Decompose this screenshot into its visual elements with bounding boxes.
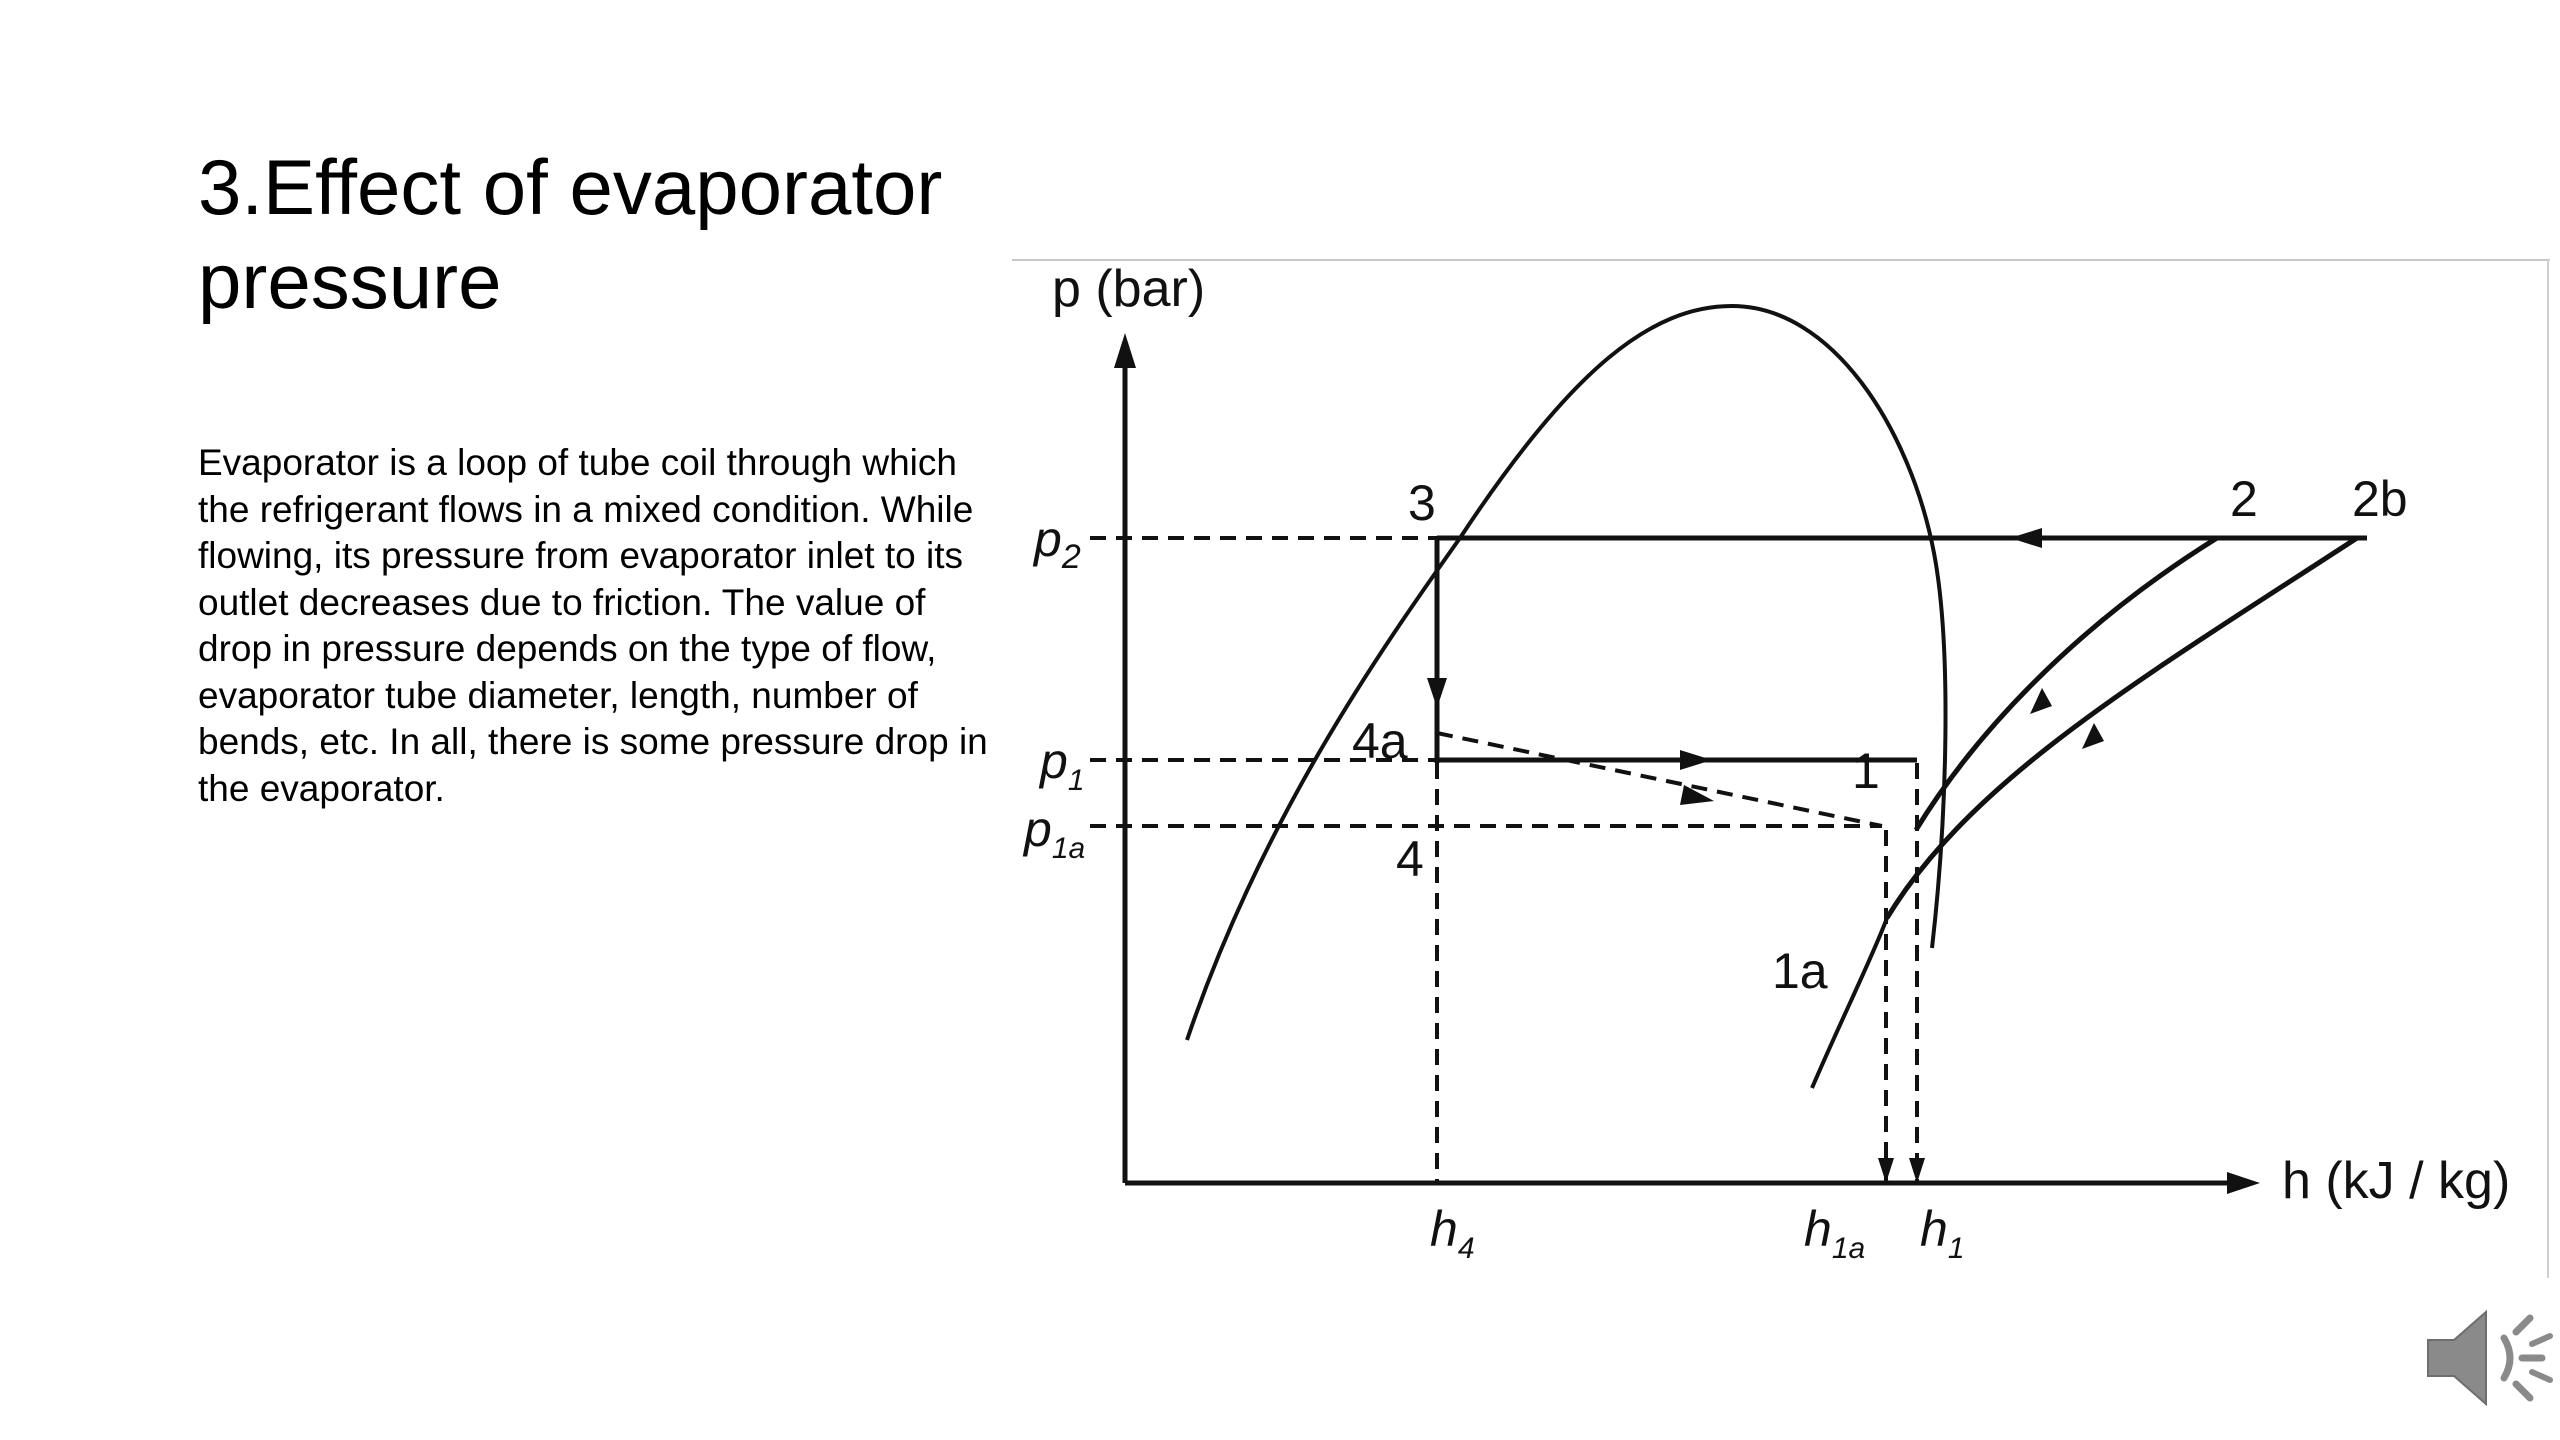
h1a-label: h1a — [1804, 1201, 1865, 1265]
p1a-label: p1a — [1022, 801, 1085, 865]
superheat-curve — [1810, 917, 1889, 1089]
speaker-icon-graphic — [2427, 1309, 2553, 1407]
evaporator-arrow — [1680, 750, 1712, 770]
slide-title: 3.Effect of evaporator pressure — [198, 143, 943, 325]
state-point-2b: 2b — [2352, 471, 2408, 527]
h4-label: h4 — [1430, 1201, 1475, 1265]
ph-diagram: p (bar) h (kJ / kg) p2 p1 p1a h4 h1a h1 … — [1012, 258, 2550, 1278]
expansion-arrow — [1427, 678, 1447, 708]
h1a-tick-arrow — [1878, 1158, 1894, 1183]
compression-arrow-1 — [2030, 688, 2052, 714]
state-point-2: 2 — [2230, 471, 2258, 527]
x-axis-arrowhead — [2227, 1172, 2260, 1194]
h1-label: h1 — [1920, 1201, 1965, 1265]
compression-line-1-2 — [1913, 535, 2219, 832]
state-point-4: 4 — [1396, 831, 1424, 887]
y-axis-arrowhead — [1114, 333, 1136, 368]
y-axis-label: p (bar) — [1052, 260, 1205, 318]
compression-line-1a-2b — [1884, 535, 2359, 920]
slide-body-text: Evaporator is a loop of tube coil throug… — [198, 442, 988, 809]
state-point-1a: 1a — [1772, 943, 1828, 999]
state-point-3: 3 — [1408, 475, 1436, 531]
h1-tick-arrow — [1909, 1158, 1925, 1183]
state-point-4a: 4a — [1352, 713, 1408, 769]
pressure-drop-arrow — [1680, 785, 1714, 805]
speaker-icon[interactable] — [2420, 1288, 2560, 1428]
condenser-arrow — [2010, 528, 2042, 548]
p1-label: p1 — [1038, 733, 1085, 797]
p2-label: p2 — [1032, 511, 1081, 576]
x-axis-label: h (kJ / kg) — [2282, 1152, 2510, 1210]
compression-arrow-2 — [2082, 723, 2104, 749]
saturation-dome — [1185, 303, 1948, 1041]
ph-diagram-svg: p (bar) h (kJ / kg) p2 p1 p1a h4 h1a h1 … — [1012, 259, 2550, 1278]
state-point-1: 1 — [1852, 743, 1880, 799]
evaporator-pressure-drop-line — [1436, 731, 1883, 828]
